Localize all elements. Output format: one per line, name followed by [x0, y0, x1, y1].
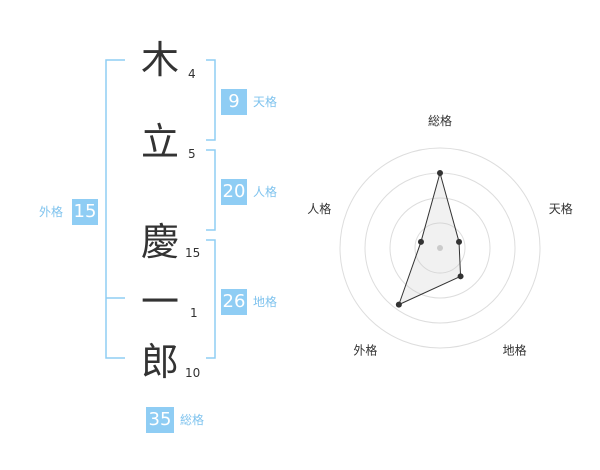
name-char-1: 木: [140, 38, 179, 82]
jinkaku-bracket: [206, 149, 216, 231]
radar-center-dot: [437, 245, 443, 251]
radar-point-5: [417, 238, 424, 245]
radar-point-1: [437, 170, 443, 176]
radar-axis-label-4: 外格: [353, 343, 377, 358]
chikaku-value-badge: 26: [221, 289, 247, 315]
radar-ring-1: [414, 222, 466, 274]
radar-axis-label-1: 総格: [428, 113, 452, 128]
radar-polygon: [397, 171, 462, 306]
radar-point-3: [457, 273, 464, 280]
name-char-4: 一: [140, 280, 179, 324]
radar-axis-label-5: 人格: [307, 201, 331, 216]
stroke-count-1: 4: [188, 67, 196, 81]
gaikaku-label: 外格: [39, 205, 64, 219]
radar-ring-4: [339, 147, 541, 349]
name-char-5: 郎: [140, 340, 179, 384]
soukaku-value-badge: 35: [146, 407, 174, 433]
radar-axis-label-3: 地格: [503, 343, 527, 358]
name-char-2: 立: [140, 120, 179, 164]
jinkaku-label: 人格: [253, 185, 278, 199]
tenkaku-label: 天格: [253, 95, 278, 109]
jinkaku-value-badge: 20: [221, 179, 247, 205]
radar-axis-label-2: 天格: [549, 201, 573, 216]
tenkaku-bracket: [206, 59, 216, 141]
chikaku-bracket: [206, 239, 216, 359]
stroke-count-3: 15: [185, 246, 201, 260]
gaikaku-value-badge: 15: [72, 199, 98, 225]
tenkaku-value-badge: 9: [221, 89, 247, 115]
radar-ring-2: [389, 197, 491, 299]
name-char-3: 慶: [140, 220, 179, 264]
radar-point-4: [395, 301, 402, 308]
radar-point-2: [456, 238, 463, 245]
soukaku-label: 総格: [180, 413, 205, 427]
stroke-count-4: 1: [190, 306, 198, 320]
gaikaku-bracket: [105, 59, 125, 359]
stroke-count-2: 5: [188, 147, 196, 161]
stroke-count-5: 10: [185, 366, 201, 380]
chikaku-label: 地格: [253, 295, 278, 309]
